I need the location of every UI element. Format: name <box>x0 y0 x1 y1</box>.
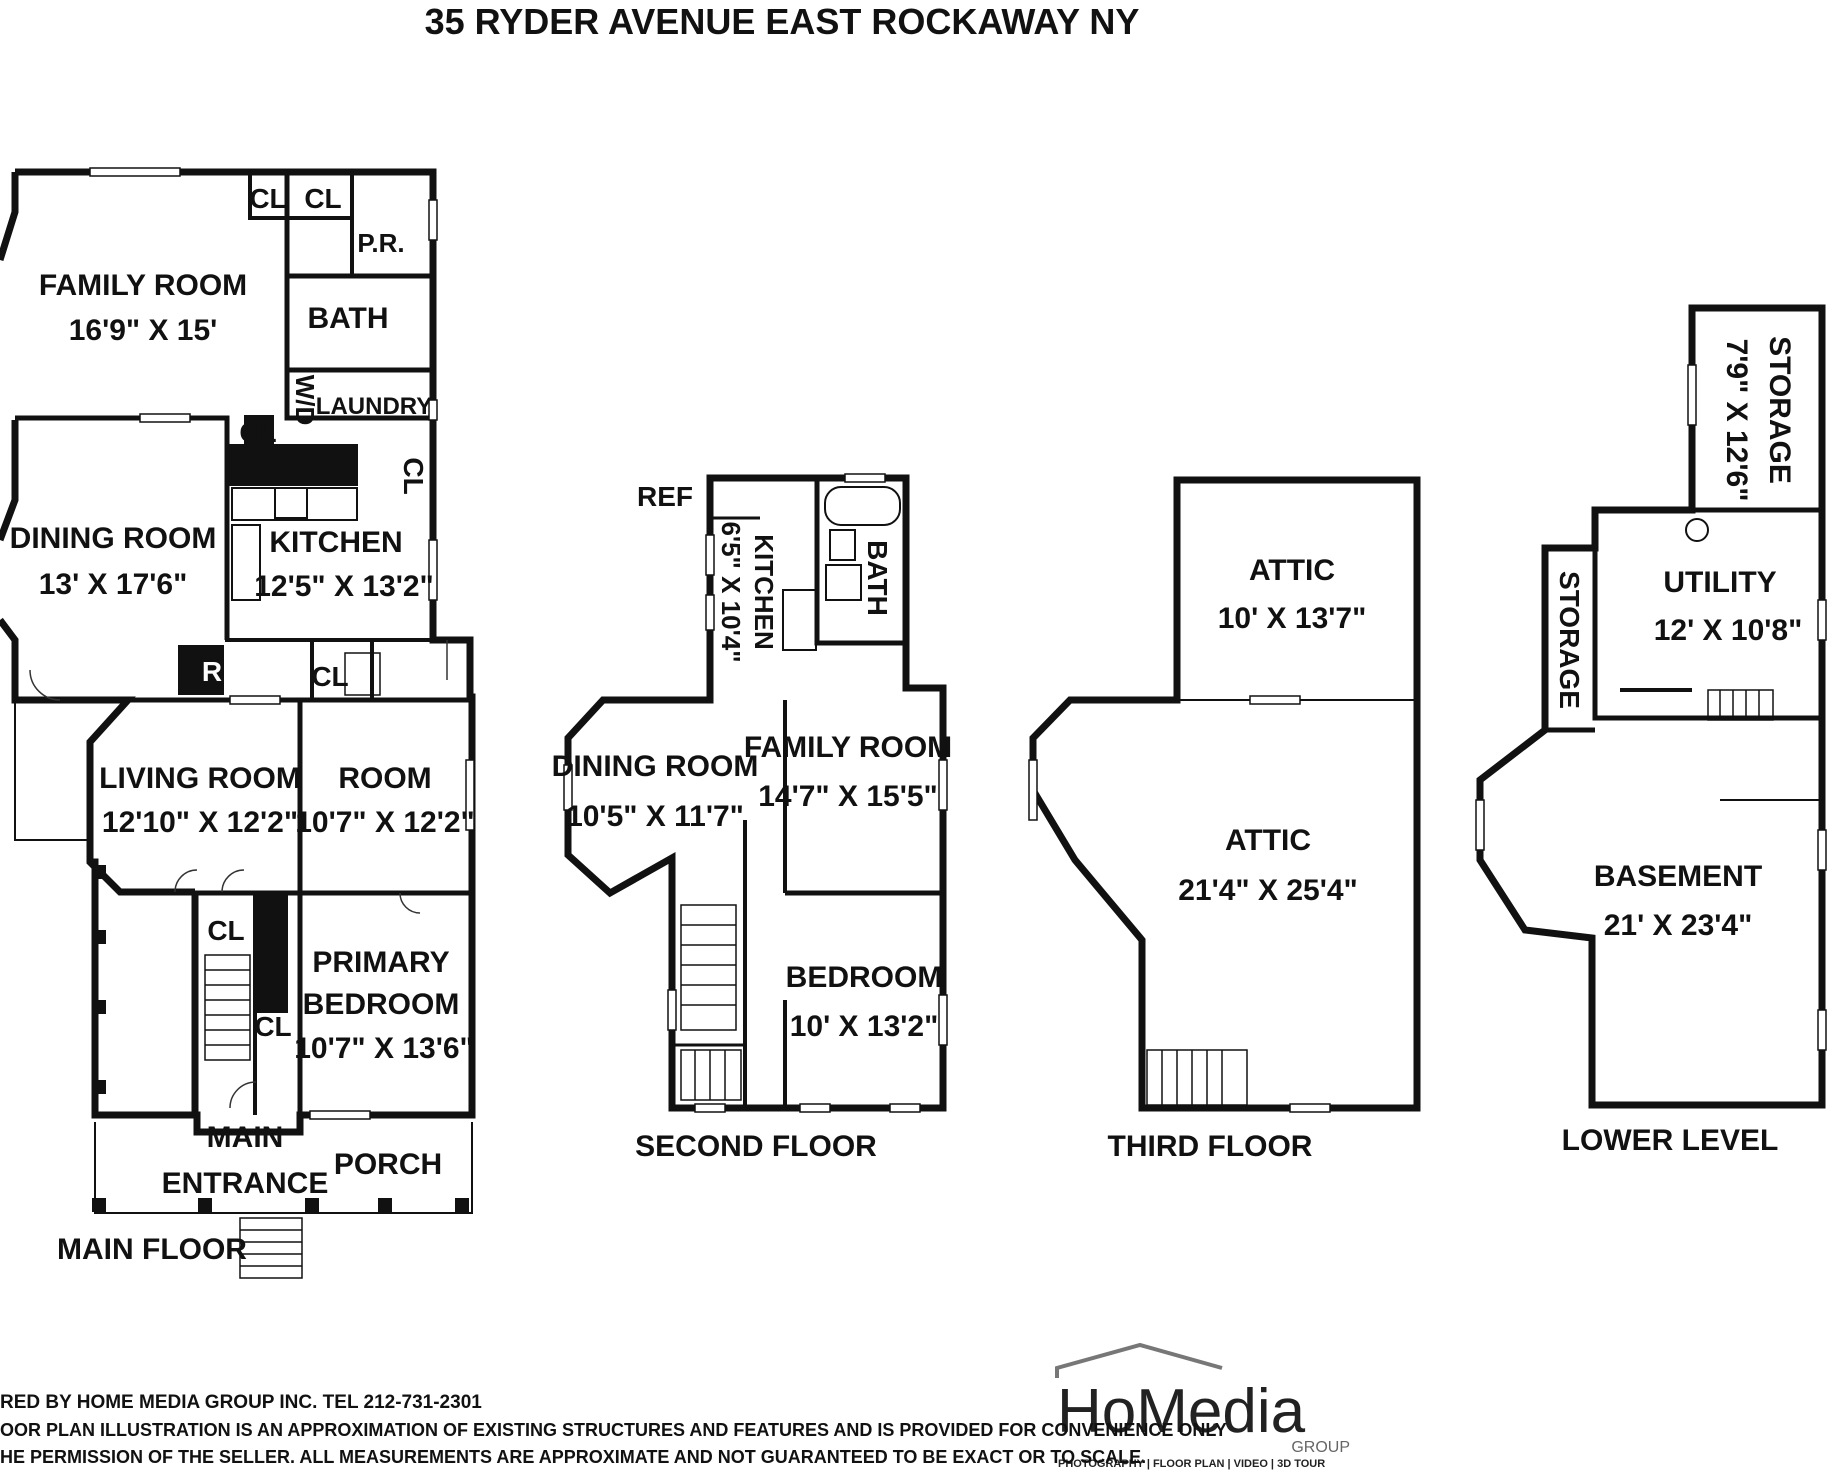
third-floor-stairs <box>1146 1049 1248 1106</box>
second-floor-stairs <box>680 904 742 1101</box>
main-floor-ref-box <box>178 645 224 695</box>
second-kitchen-dim: 6'5" X 10'4" <box>716 521 746 662</box>
second-bath-name: BATH <box>862 540 893 616</box>
second-ref-label: REF <box>637 481 693 512</box>
main-closet-1: CL <box>249 183 286 214</box>
lower-basement-name: BASEMENT <box>1594 860 1762 893</box>
third-attic-small-dim: 10' X 13'7" <box>1218 602 1367 635</box>
footer-disclaimer-2: HE PERMISSION OF THE SELLER. ALL MEASURE… <box>0 1447 1147 1467</box>
lower-basement-dim: 21' X 23'4" <box>1604 909 1753 942</box>
main-floor-left-wall <box>0 172 195 896</box>
main-floor-chimney <box>228 444 358 486</box>
main-room-name: ROOM <box>338 762 431 795</box>
second-floor-fixtures <box>782 486 901 651</box>
second-floor-interior-walls <box>672 478 943 1108</box>
main-floor-stairs <box>204 652 381 1279</box>
third-attic-large-dim: 21'4" X 25'4" <box>1178 874 1358 907</box>
plan-title: 35 RYDER AVENUE EAST ROCKAWAY NY <box>425 1 1140 42</box>
main-laundry-name: LAUNDRY <box>316 393 432 420</box>
main-floor-doors <box>29 640 448 1109</box>
second-floor-windows <box>563 473 948 1113</box>
main-family-room-name: FAMILY ROOM <box>39 269 247 302</box>
main-floor-cl-block <box>244 415 274 445</box>
main-powder-room-name: P.R. <box>357 228 404 258</box>
main-closet-6: CL <box>207 915 244 946</box>
lower-storage-top-dim: 7'9" X 12'6" <box>1720 339 1753 502</box>
second-dining-room-dim: 10'5" X 11'7" <box>566 800 744 833</box>
lower-storage-top-name: STORAGE <box>1763 336 1796 484</box>
main-dining-room-name: DINING ROOM <box>10 522 217 555</box>
lower-level-label: LOWER LEVEL <box>1562 1124 1779 1157</box>
second-bedroom-dim: 10' X 13'2" <box>790 1010 939 1043</box>
lower-level-interior-walls <box>1545 507 1822 801</box>
main-porch-name: PORCH <box>334 1148 442 1181</box>
main-floor-chase <box>255 893 288 1013</box>
second-dining-room-name: DINING ROOM <box>552 750 759 783</box>
third-floor-windows <box>1028 695 1331 1113</box>
main-washer-dryer-name: W/D <box>290 375 320 426</box>
lower-utility-name: UTILITY <box>1663 566 1776 599</box>
main-living-room-name: LIVING ROOM <box>99 762 301 795</box>
main-floor-label: MAIN FLOOR <box>57 1233 247 1266</box>
main-living-room-dim: 12'10" X 12'2" <box>102 806 298 839</box>
main-closet-7: CL <box>254 1011 291 1042</box>
lower-utility-dim: 12' X 10'8" <box>1654 614 1803 647</box>
main-closet-3: CL <box>239 417 276 448</box>
main-primary-bedroom-name2: BEDROOM <box>303 988 460 1021</box>
second-floor: REF KITCHEN 6'5" X 10'4" BATH DINING ROO… <box>552 473 952 1163</box>
third-attic-small-name: ATTIC <box>1249 554 1335 587</box>
main-bath-name: BATH <box>307 302 388 335</box>
logo-tagline: PHOTOGRAPHY | FLOOR PLAN | VIDEO | 3D TO… <box>1058 1458 1325 1470</box>
main-kitchen-name: KITCHEN <box>269 526 402 559</box>
main-floor-porch-outline <box>94 1122 473 1214</box>
footer-disclaimer-1: OOR PLAN ILLUSTRATION IS AN APPROXIMATIO… <box>0 1420 1227 1440</box>
lower-storage-left-name: STORAGE <box>1554 571 1585 709</box>
third-floor-label: THIRD FLOOR <box>1108 1130 1313 1163</box>
second-family-room-dim: 14'7" X 15'5" <box>758 780 938 813</box>
footer-credit: RED BY HOME MEDIA GROUP INC. TEL 212-731… <box>0 1392 482 1413</box>
lower-level: STORAGE 7'9" X 12'6" STORAGE UTILITY 12'… <box>1475 304 1827 1157</box>
homedia-logo: HoMedia GROUP PHOTOGRAPHY | FLOOR PLAN |… <box>1055 1342 1350 1470</box>
lower-level-stairs <box>1707 689 1774 721</box>
main-floor-windows <box>89 167 475 1120</box>
third-floor-outer-wall <box>1029 476 1421 1112</box>
second-floor-outer-wall <box>564 474 947 1112</box>
main-floor-interior-walls <box>15 172 472 1115</box>
second-floor-label: SECOND FLOOR <box>635 1130 877 1163</box>
main-kitchen-dim: 12'5" X 13'2" <box>254 570 434 603</box>
main-floor-porch-posts <box>92 865 469 1212</box>
main-primary-bedroom-dim: 10'7" X 13'6" <box>294 1032 474 1065</box>
second-kitchen-name: KITCHEN <box>749 534 779 650</box>
second-bedroom-name: BEDROOM <box>786 961 943 994</box>
logo-group: GROUP <box>1291 1439 1350 1456</box>
third-attic-large-name: ATTIC <box>1225 824 1311 857</box>
main-floor-kitchen-fixtures <box>231 487 358 601</box>
main-entrance-name2: ENTRANCE <box>162 1167 329 1200</box>
main-room-dim: 10'7" X 12'2" <box>295 806 475 839</box>
main-dining-room-dim: 13' X 17'6" <box>39 568 188 601</box>
lower-level-windows <box>1475 364 1827 1051</box>
second-family-room-name: FAMILY ROOM <box>744 731 952 764</box>
logo-roof-icon <box>1055 1342 1223 1378</box>
main-closet-5: CL <box>311 661 348 692</box>
logo-wordmark: HoMedia <box>1057 1377 1306 1446</box>
main-floor-side-porch <box>14 700 90 841</box>
main-primary-bedroom-name1: PRIMARY <box>312 946 449 979</box>
main-entrance-name1: MAIN <box>207 1121 284 1154</box>
main-family-room-dim: 16'9" X 15' <box>69 314 218 347</box>
main-floor: FAMILY ROOM 16'9" X 15' DINING ROOM 13' … <box>0 167 476 1279</box>
main-closet-4: CL <box>398 457 429 494</box>
lower-level-water-heater-icon <box>1685 518 1709 542</box>
third-floor: ATTIC 10' X 13'7" ATTIC 21'4" X 25'4" TH… <box>1028 476 1421 1163</box>
main-closet-2: CL <box>304 183 341 214</box>
main-ref-label: R <box>202 656 222 687</box>
